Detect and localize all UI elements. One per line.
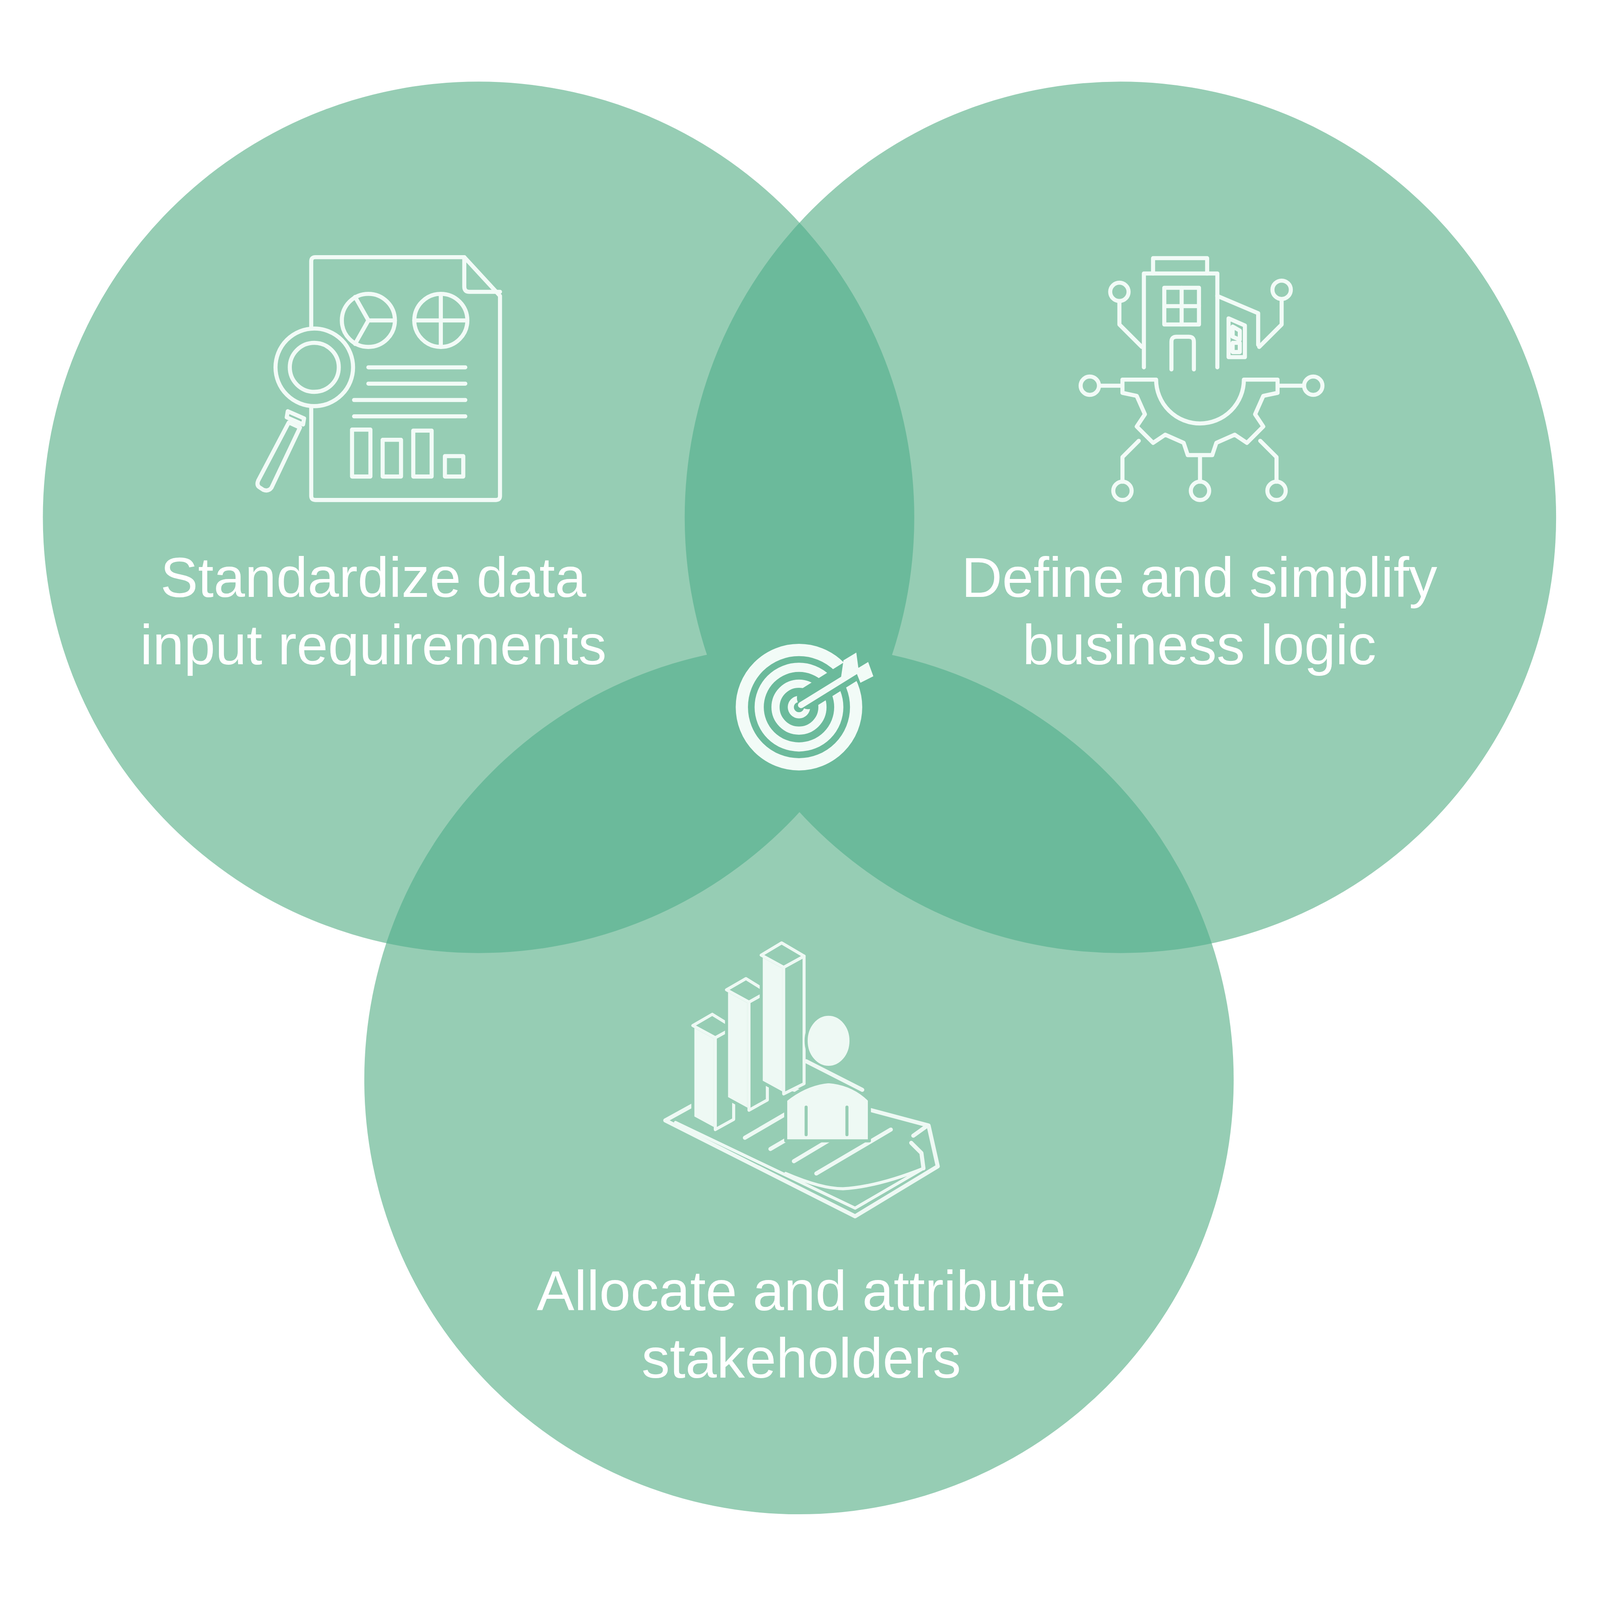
business-logic-icon	[1080, 258, 1323, 501]
target-icon	[741, 649, 872, 765]
venn-circle-node: Allocate and attribute stakeholders	[364, 644, 1234, 1515]
circle-label: Allocate and attribute stakeholders	[523, 1257, 1079, 1393]
circle-label: Standardize data input requirements	[121, 544, 626, 679]
venn-overlap	[364, 644, 1234, 1515]
circle-label: Define and simplify business logic	[947, 544, 1452, 679]
stakeholder-icon	[665, 942, 938, 1217]
venn-circles	[42, 81, 1557, 1515]
venn-overlap	[364, 644, 1234, 1515]
venn-circle-node: Define and simplify business logic	[684, 81, 1557, 954]
venn-circle-node: Standardize data input requirements	[43, 81, 915, 954]
venn-circle	[364, 644, 1234, 1515]
report-icon	[257, 257, 500, 501]
